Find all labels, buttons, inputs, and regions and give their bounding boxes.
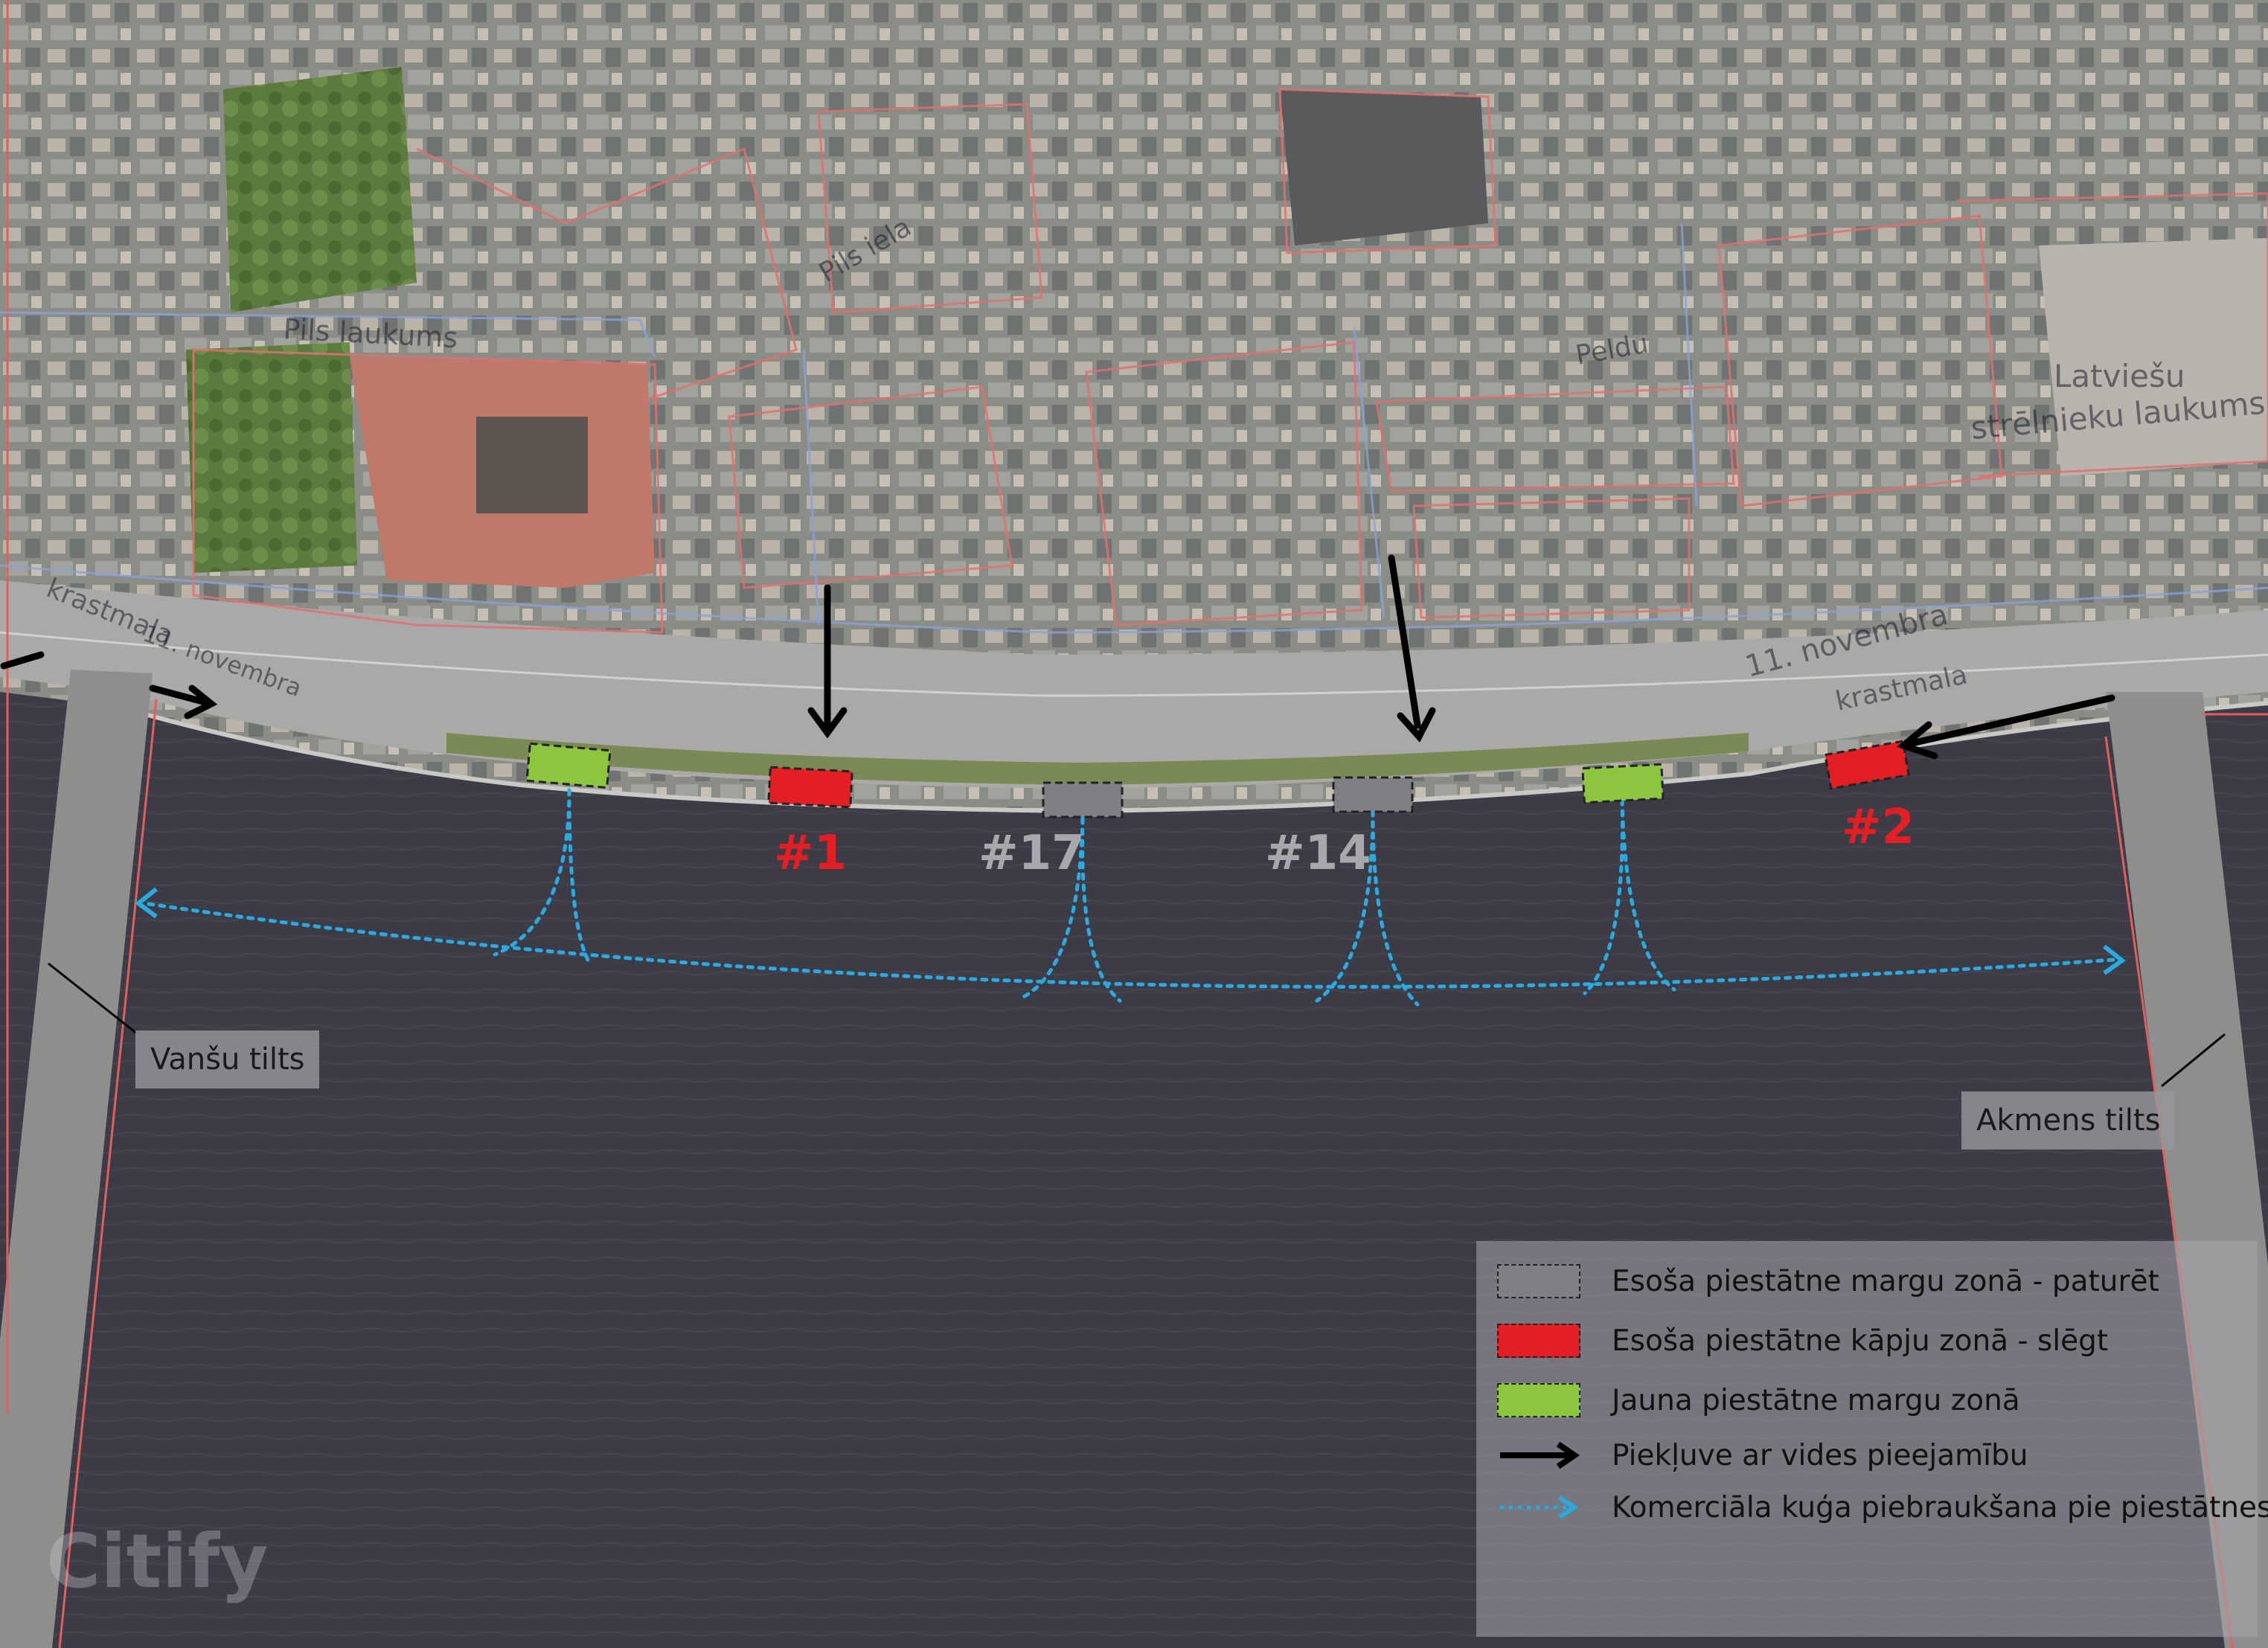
castle-courtyard: [476, 417, 588, 513]
legend: Esoša piestātne margu zonā - paturēt Eso…: [1476, 1241, 2268, 1637]
embankment-lane-line: [0, 631, 2268, 697]
legend-item-access: Piekļuve ar vides pieejamību: [1497, 1434, 2028, 1476]
legend-item-commercial-route: Komerciāla kuģa piebraukšana pie piestāt…: [1497, 1487, 2268, 1528]
legend-item-new-rail-zone: Jauna piestātne margu zonā: [1497, 1379, 2020, 1421]
pier-14-gray: [1332, 776, 1414, 813]
road-outlines: [0, 222, 2268, 634]
legend-label: Piekļuve ar vides pieejamību: [1612, 1438, 2028, 1472]
pier-number-17: #17: [978, 826, 1085, 881]
vansu-leader-line: [48, 962, 138, 1036]
strelnieku-square: [2039, 238, 2268, 476]
route-arrowhead-right: [2103, 944, 2127, 975]
legend-item-existing-stair-zone: Esoša piestātne kāpju zonā - slēgt: [1497, 1320, 2108, 1362]
black-arrow-icon: [1497, 1438, 1580, 1472]
blue-dotted-arrow-icon: [1497, 1490, 1580, 1524]
dashed-red-box-icon: [1497, 1324, 1580, 1358]
dashed-green-box-icon: [1497, 1383, 1580, 1417]
castle-park: [223, 67, 417, 312]
parcel-outlines: [192, 88, 2268, 634]
legend-item-existing-rail-zone: Esoša piestātne margu zonā - paturēt: [1497, 1260, 2159, 1302]
legend-label: Jauna piestātne margu zonā: [1612, 1383, 2020, 1417]
castle-garden: [186, 342, 357, 573]
dashed-gray-box-icon: [1497, 1264, 1580, 1298]
route-arrowhead-left: [135, 887, 158, 919]
street-label-latviesu: Latviešu: [2054, 358, 2185, 394]
akmens-leader-line: [2161, 1033, 2226, 1088]
pier-number-14: #14: [1265, 826, 1371, 881]
vansu-bridge: [0, 670, 153, 1648]
cathedral-block: [1280, 89, 1488, 246]
pier-1-red: [767, 766, 853, 809]
pier-number-2: #2: [1842, 800, 1915, 855]
pier-number-1: #1: [774, 826, 848, 881]
legend-label: Esoša piestātne kāpju zonā - slēgt: [1612, 1324, 2109, 1358]
pier-17-gray: [1042, 781, 1124, 818]
access-arrows: [0, 554, 2115, 760]
bridge-label-vansu: Vanšu tilts: [135, 1030, 320, 1088]
pier-2-red: [1824, 740, 1910, 790]
legend-label: Esoša piestātne margu zonā - paturēt: [1612, 1264, 2159, 1298]
citify-watermark-logo: Citify: [46, 1518, 269, 1605]
bridge-label-akmens: Akmens tilts: [1961, 1091, 2176, 1150]
commercial-routes: [147, 788, 2115, 1007]
pier-new-green-left: [525, 742, 612, 789]
legend-label: Komerciāla kuģa piebraukšana pie piestāt…: [1612, 1490, 2268, 1524]
pier-new-green-right: [1581, 763, 1665, 804]
